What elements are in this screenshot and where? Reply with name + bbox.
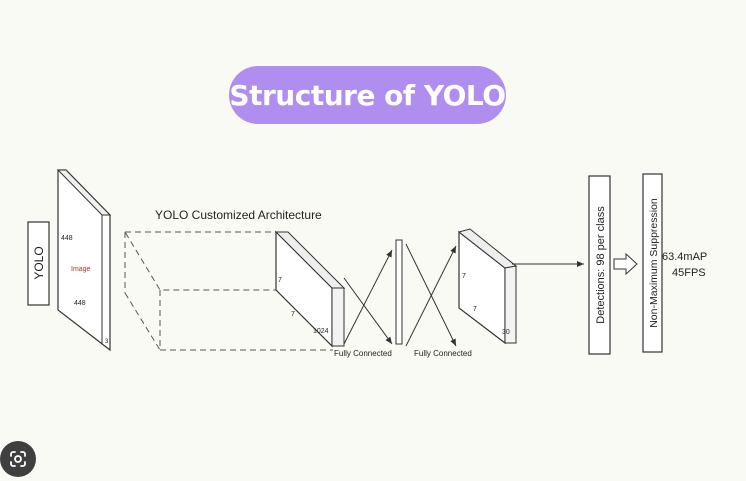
google-lens-icon [10, 451, 26, 467]
yolo-label: YOLO [32, 246, 46, 279]
nms-label: Non-Maximum Suppression [648, 198, 660, 328]
title-banner: Structure of YOLO [229, 66, 506, 124]
hollow-arrow-icon [613, 252, 638, 276]
fc-vector-bar [395, 239, 403, 345]
lens-search-button[interactable] [0, 441, 36, 477]
fully-connected-cross-1 [343, 249, 393, 345]
nms-box: Non-Maximum Suppression [642, 173, 663, 353]
feature-block-1024: 7 7 1024 [274, 230, 346, 348]
output-block-30: 7 7 30 [457, 228, 518, 345]
block1-depth: 1024 [313, 328, 329, 335]
yolo-label-box: YOLO [27, 221, 50, 306]
input-image-label: Image [71, 266, 91, 273]
input-depth: 3 [105, 339, 109, 345]
detections-box: Detections: 98 per class [588, 175, 611, 355]
block2-dim-b: 7 [473, 306, 477, 313]
result-fps: 45FPS [672, 267, 706, 279]
block1-dim-b: 7 [291, 311, 295, 318]
block2-dim-a: 7 [462, 273, 466, 280]
architecture-label: YOLO Customized Architecture [155, 208, 322, 222]
fully-connected-cross-2 [405, 243, 457, 347]
input-size-bottom: 448 [74, 300, 86, 307]
input-image-slab: 448 Image 448 3 [56, 169, 112, 352]
fc-label-1: Fully Connected [334, 349, 392, 358]
result-map: 63.4mAP [662, 251, 707, 263]
fc-label-2: Fully Connected [414, 349, 472, 358]
block2-depth: 30 [502, 329, 510, 336]
input-size-top: 448 [61, 235, 73, 242]
page-title: Structure of YOLO [229, 78, 506, 112]
block1-dim-a: 7 [278, 277, 282, 284]
detections-label: Detections: 98 per class [595, 206, 607, 324]
